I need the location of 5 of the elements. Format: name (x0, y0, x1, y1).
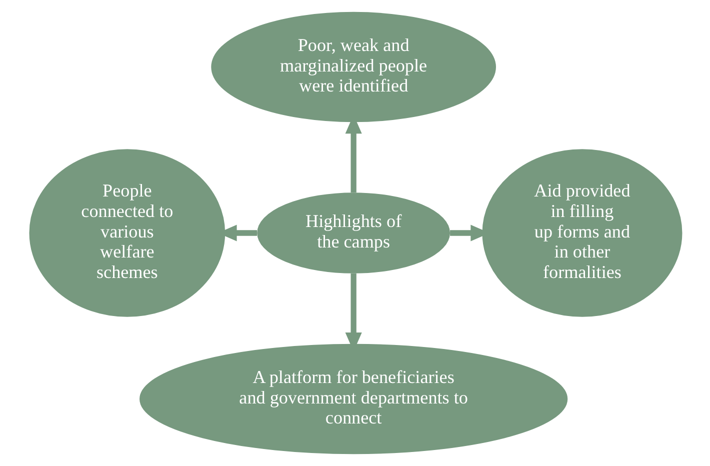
node-ellipse: Aid provided in filling up forms and in other formalities (482, 149, 682, 317)
node-ellipse: Highlights of the camps (256, 192, 450, 274)
node-ellipse: People connected to various welfare schemes (28, 149, 225, 317)
node-ellipse: Poor, weak and marginalized people were identified (210, 12, 496, 122)
node-ellipse: A platform for beneficiaries and government departments to connect (139, 344, 568, 454)
